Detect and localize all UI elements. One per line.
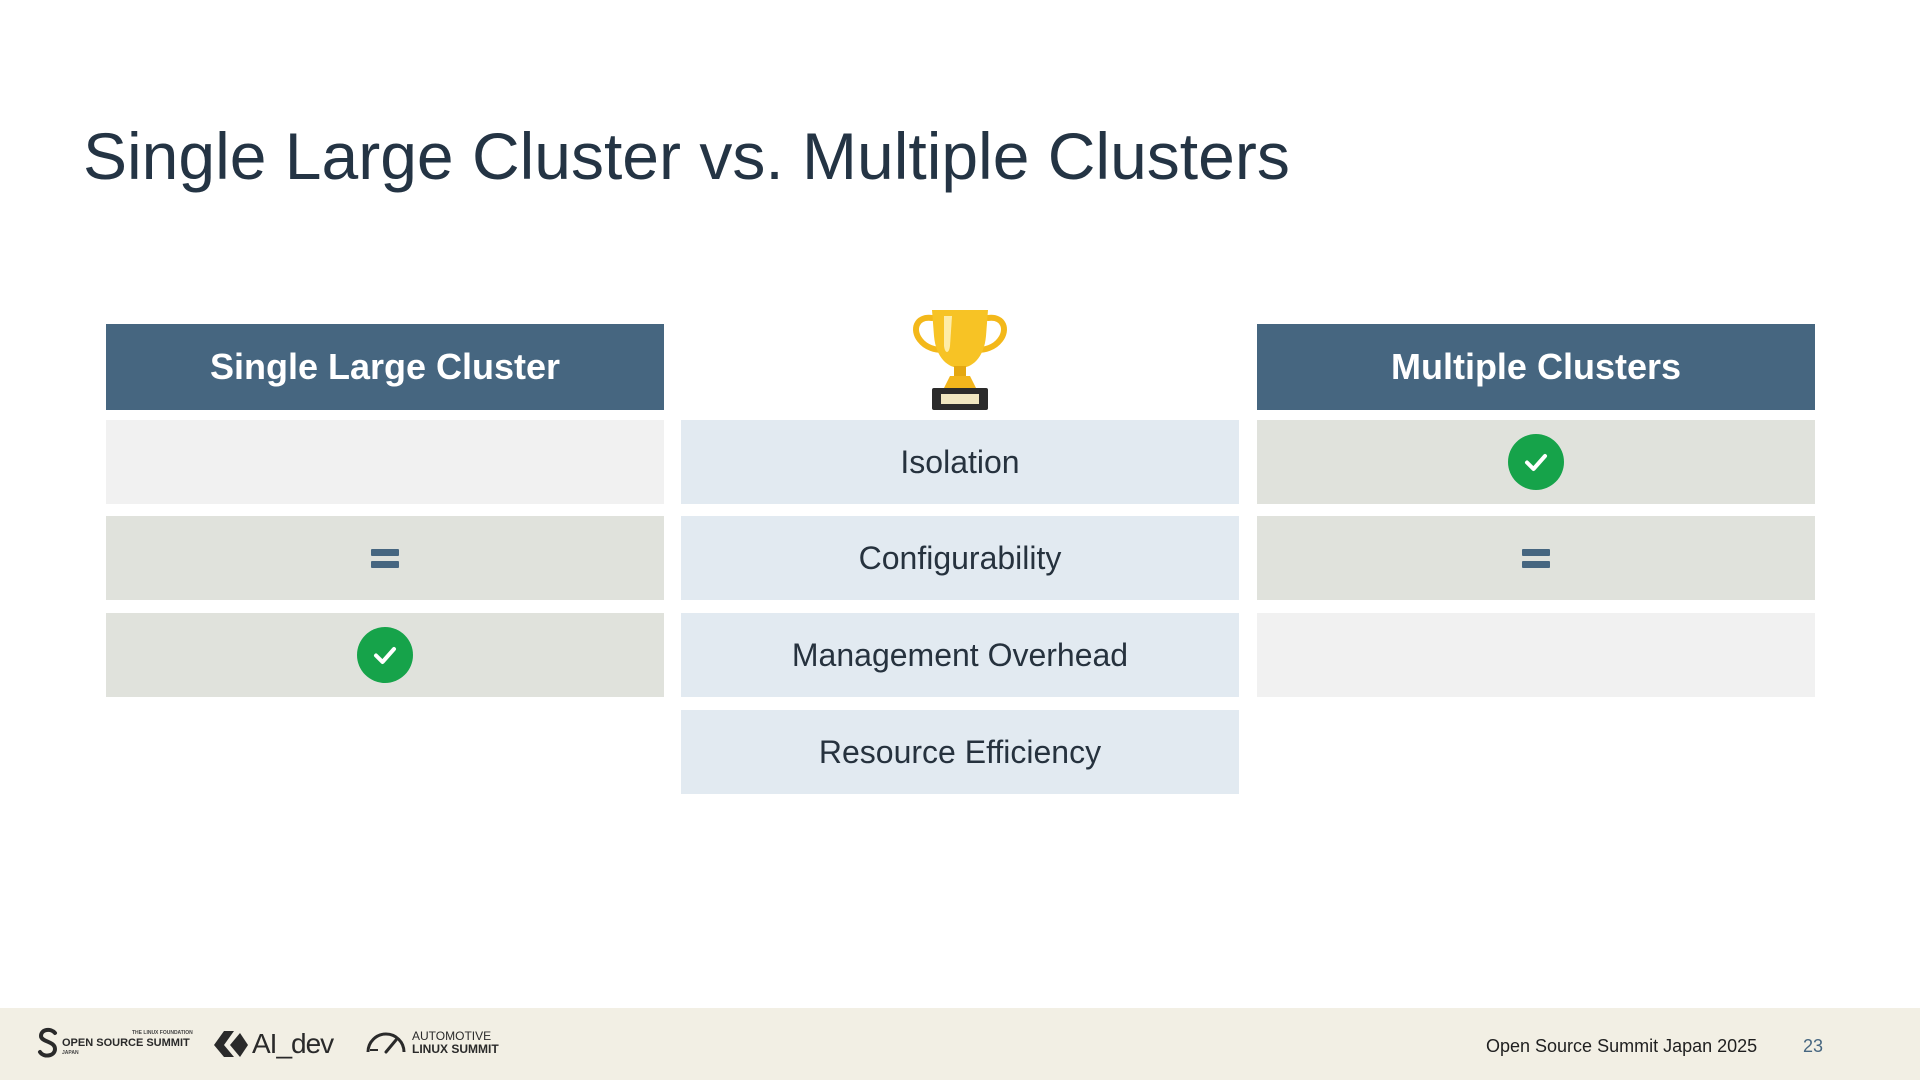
page-number: 23 xyxy=(1803,1036,1824,1056)
footer-event-name: Open Source Summit Japan 2025 xyxy=(1486,1036,1758,1056)
footer-bar xyxy=(0,1008,1920,1080)
single-cluster-isolation-cell xyxy=(106,420,664,504)
ai-dev-logo: AI_dev xyxy=(212,1028,334,1060)
check-circle-icon xyxy=(1508,434,1564,490)
slide-title: Single Large Cluster vs. Multiple Cluste… xyxy=(83,119,1290,193)
check-circle-icon xyxy=(357,627,413,683)
criterion-isolation: Isolation xyxy=(681,420,1239,504)
column-header-single-large-cluster: Single Large Cluster xyxy=(106,324,664,410)
column-header-multiple-clusters: Multiple Clusters xyxy=(1257,324,1815,410)
oss-logo-text: OPEN SOURCE SUMMIT xyxy=(62,1036,190,1049)
criterion-management-overhead: Management Overhead xyxy=(681,613,1239,697)
trophy-icon xyxy=(908,306,1012,412)
multiple-clusters-isolation-cell xyxy=(1257,420,1815,504)
oss-logo-top-text: THE LINUX FOUNDATION xyxy=(132,1029,193,1036)
criterion-resource-efficiency: Resource Efficiency xyxy=(681,710,1239,794)
single-cluster-configurability-cell xyxy=(106,516,664,600)
ai-dev-mark-icon xyxy=(214,1031,248,1057)
als-logo-line1: AUTOMOTIVE xyxy=(412,1029,492,1044)
automotive-linux-summit-logo: AUTOMOTIVE LINUX SUMMIT xyxy=(364,1030,499,1056)
oss-s-icon xyxy=(38,1027,58,1058)
equals-icon xyxy=(1522,548,1550,568)
single-cluster-management-overhead-cell xyxy=(106,613,664,697)
equals-icon xyxy=(371,548,399,568)
ai-dev-logo-text: AI_dev xyxy=(252,1028,334,1059)
multiple-clusters-configurability-cell xyxy=(1257,516,1815,600)
speedometer-icon xyxy=(366,1032,406,1054)
criterion-configurability: Configurability xyxy=(681,516,1239,600)
als-logo-line2: LINUX SUMMIT xyxy=(412,1042,499,1056)
multiple-clusters-management-overhead-cell xyxy=(1257,613,1815,697)
open-source-summit-logo: THE LINUX FOUNDATION OPEN SOURCE SUMMIT … xyxy=(37,1027,193,1059)
oss-logo-sub-text: JAPAN xyxy=(62,1049,79,1056)
